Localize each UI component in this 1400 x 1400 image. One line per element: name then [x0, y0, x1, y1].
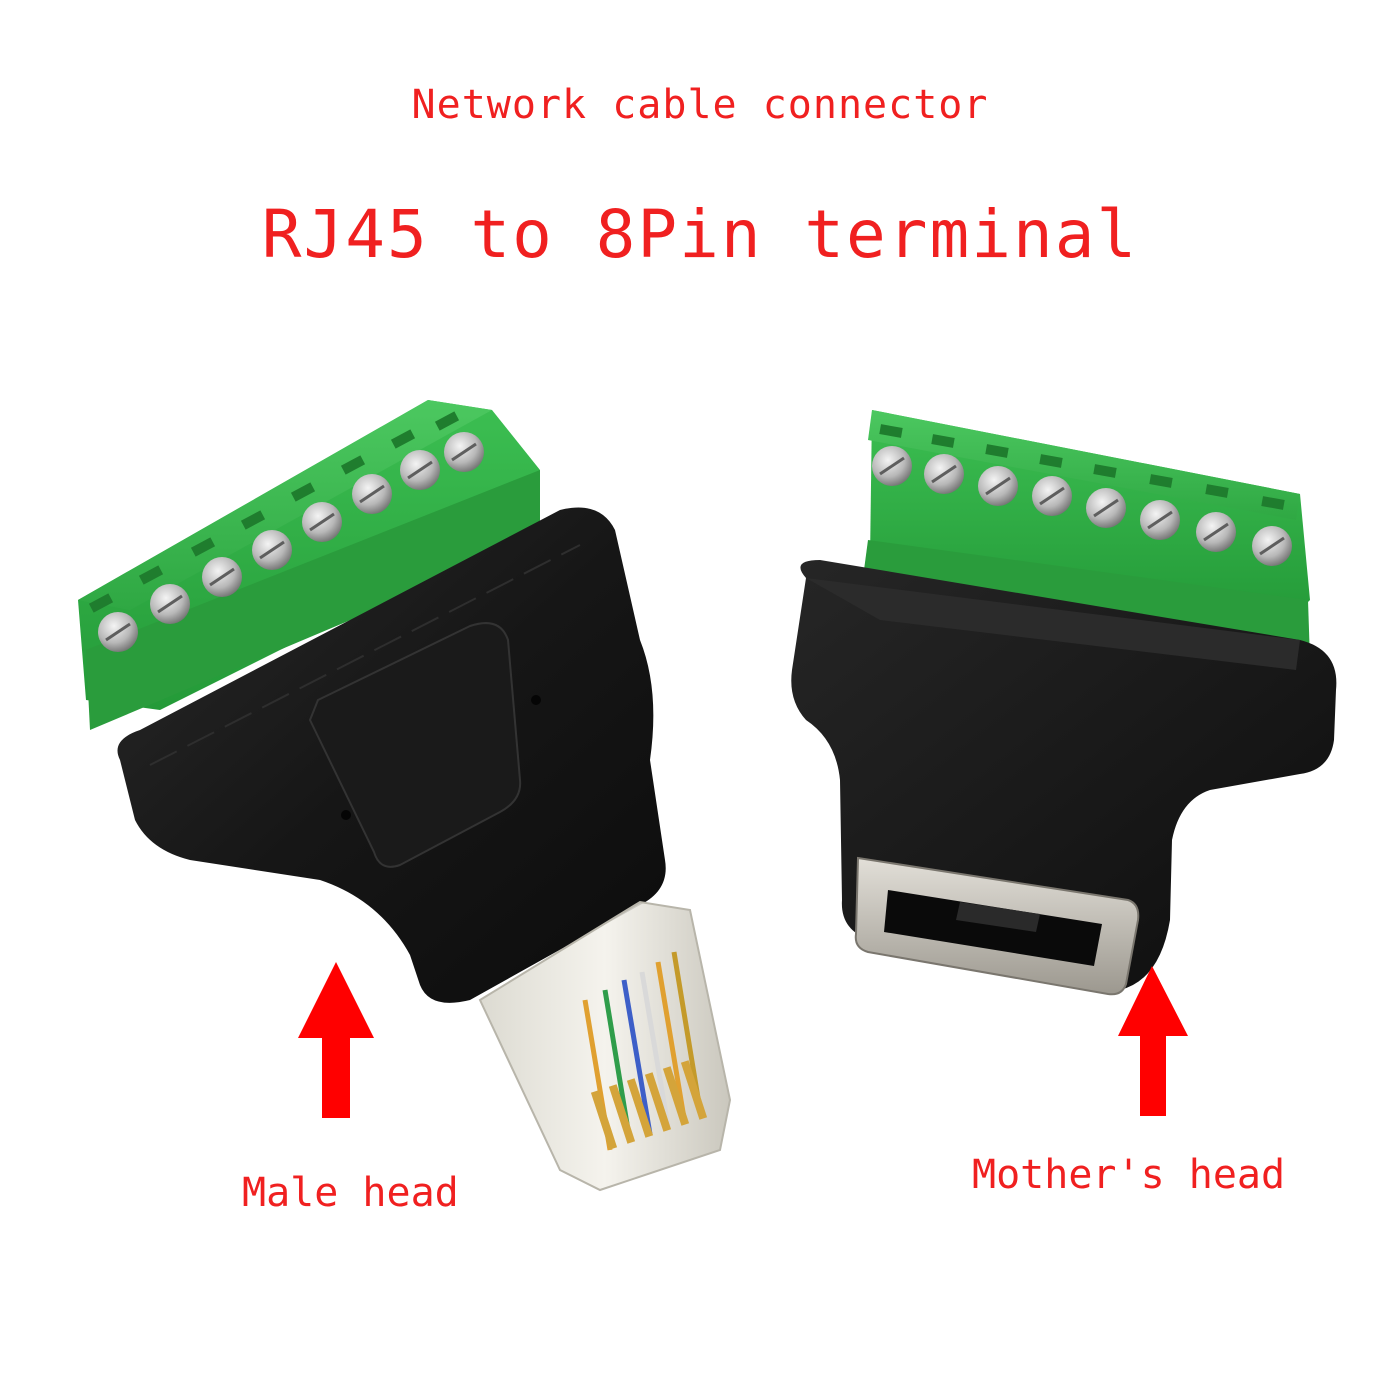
female-terminal-screws: [872, 424, 1292, 566]
male-head-label: Male head: [242, 1170, 459, 1216]
male-terminal-screws: [88, 411, 484, 652]
male-housing: [117, 507, 666, 1003]
product-title: RJ45 to 8Pin terminal: [261, 196, 1139, 273]
arrow-up-icon-female: [1118, 966, 1188, 1116]
product-subtitle: Network cable connector: [411, 82, 989, 128]
female-connector: [791, 410, 1337, 996]
male-connector: [78, 400, 732, 1192]
female-head-label: Mother's head: [972, 1152, 1286, 1198]
arrow-up-icon-male: [298, 962, 374, 1118]
rj45-male-plug: [478, 900, 732, 1192]
rj45-female-jack: [854, 856, 1140, 996]
